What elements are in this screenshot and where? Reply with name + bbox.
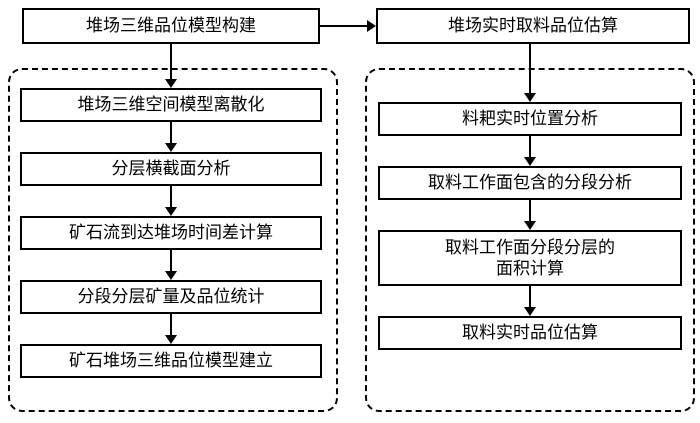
node-stockyard-3d-grade-model-built: 矿石堆场三维品位模型建立 (20, 344, 322, 378)
arrow-head (524, 221, 536, 230)
arrow-head (165, 335, 177, 344)
arrow-down-icon (165, 186, 177, 216)
arrow-shaft (529, 44, 531, 93)
arrow-head (524, 157, 536, 166)
node-rake-realtime-position-analysis: 料耙实时位置分析 (378, 102, 682, 136)
arrow-down-icon (165, 122, 177, 152)
arrow-head (165, 207, 177, 216)
arrow-head (165, 79, 177, 88)
arrow-down-icon (165, 250, 177, 280)
arrow-shaft (170, 314, 172, 335)
node-layer-cross-section-analysis: 分层横截面分析 (20, 152, 322, 186)
arrow-down-icon (165, 44, 177, 88)
node-segment-layer-ore-grade-statistics: 分段分层矿量及品位统计 (20, 280, 322, 314)
arrow-right-icon (320, 20, 376, 32)
arrow-head (524, 93, 536, 102)
node-realtime-reclaim-grade-estimate: 堆场实时取料品位估算 (376, 8, 690, 44)
left-group-container (8, 68, 338, 412)
arrow-shaft (529, 200, 531, 221)
arrow-head (165, 271, 177, 280)
node-reclaim-face-area-calculation: 取料工作面分段分层的 面积计算 (378, 230, 682, 286)
arrow-down-icon (524, 286, 536, 316)
arrow-head (367, 20, 376, 32)
node-spatial-model-discretization: 堆场三维空间模型离散化 (20, 88, 322, 122)
arrow-down-icon (165, 314, 177, 344)
arrow-head (524, 307, 536, 316)
arrow-shaft (170, 44, 172, 79)
node-build-3d-grade-model: 堆场三维品位模型构建 (22, 8, 320, 44)
arrow-shaft (170, 122, 172, 143)
arrow-down-icon (524, 44, 536, 102)
arrow-shaft (170, 250, 172, 271)
arrow-head (165, 143, 177, 152)
arrow-down-icon (524, 200, 536, 230)
arrow-shaft (320, 25, 367, 27)
arrow-shaft (529, 136, 531, 157)
node-reclaim-face-segment-analysis: 取料工作面包含的分段分析 (378, 166, 682, 200)
node-realtime-grade-estimation: 取料实时品位估算 (378, 316, 682, 350)
arrow-shaft (529, 286, 531, 307)
arrow-down-icon (524, 136, 536, 166)
node-ore-flow-arrival-time-diff: 矿石流到达堆场时间差计算 (20, 216, 322, 250)
arrow-shaft (170, 186, 172, 207)
